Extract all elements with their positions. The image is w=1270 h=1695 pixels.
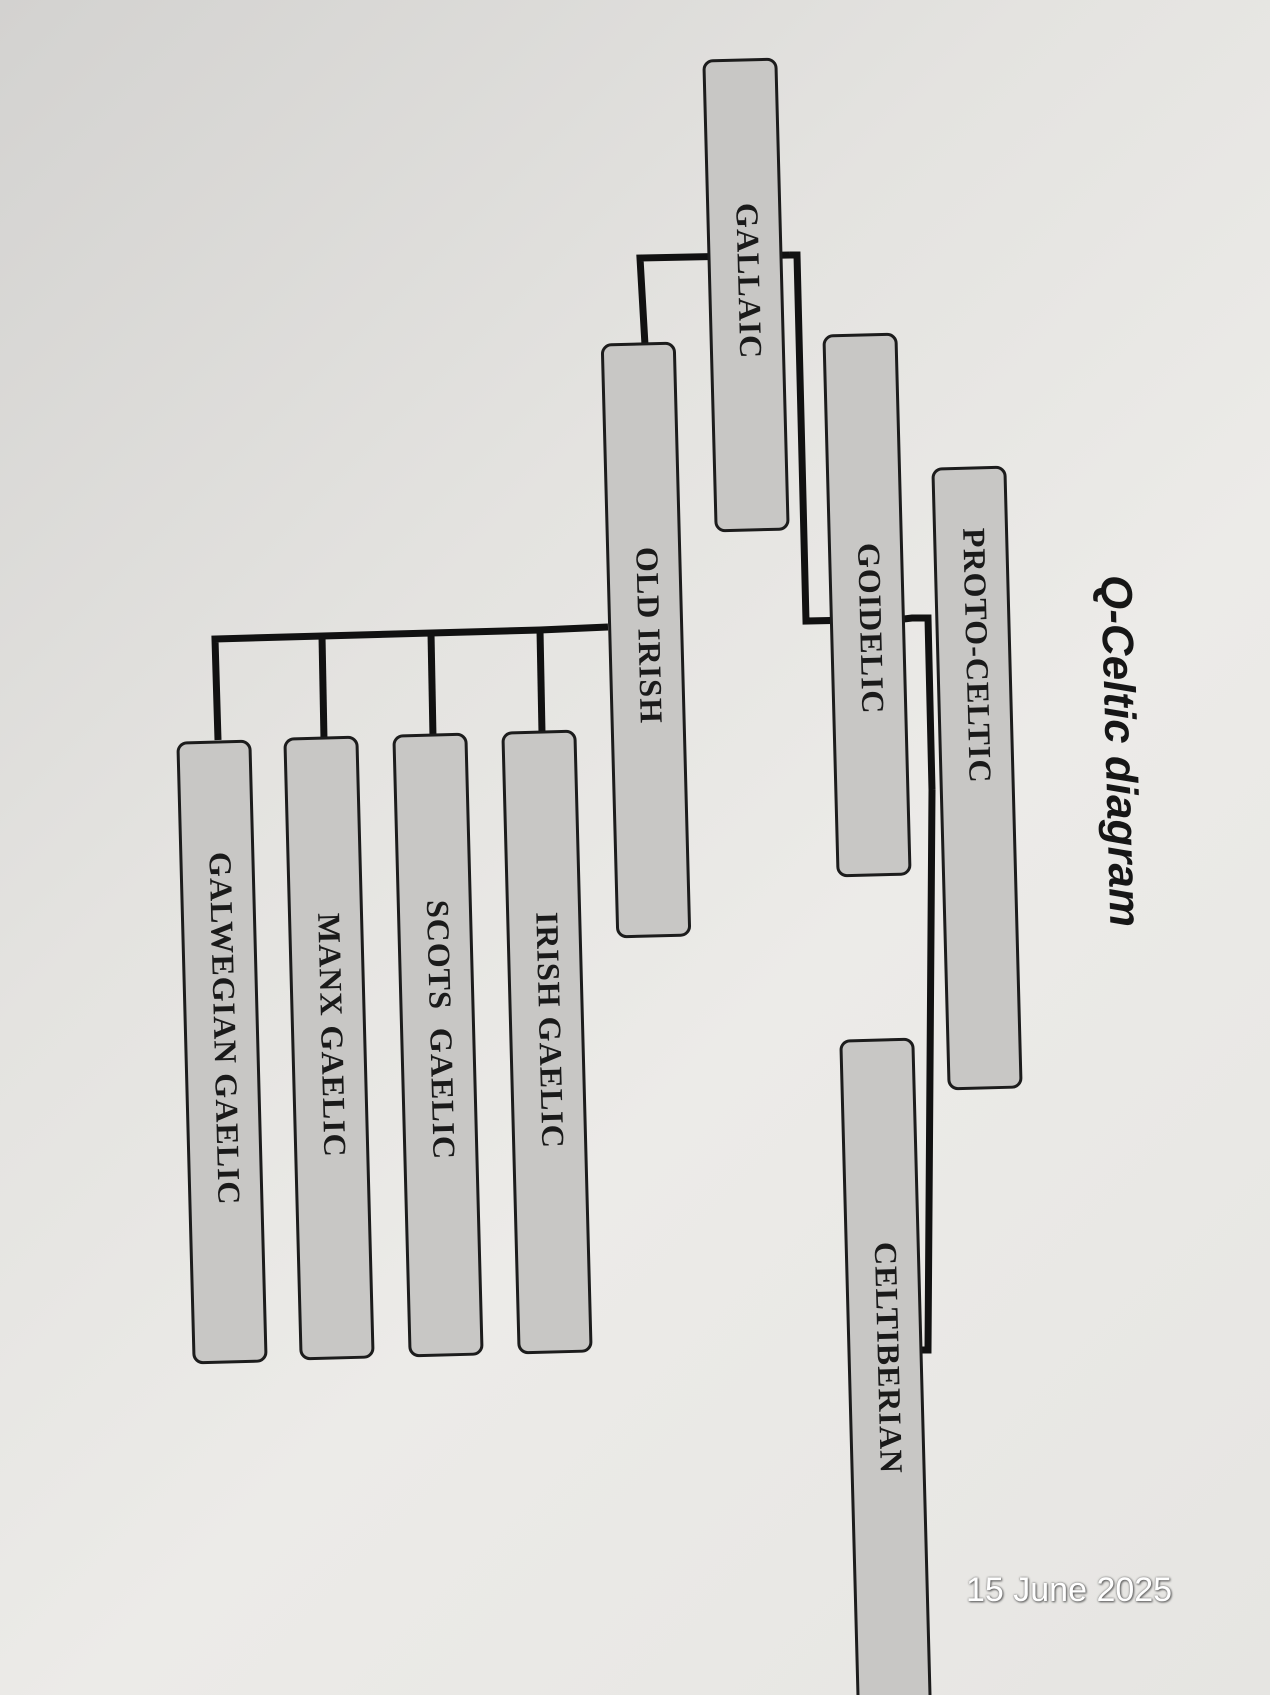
- node-manx-gaelic: MANX GAELIC: [283, 735, 375, 1361]
- date-stamp: 15 June 2025: [966, 1571, 1173, 1609]
- label-gallaic: GALLAIC: [729, 202, 769, 359]
- label-old-irish: OLD IRISH: [629, 546, 670, 724]
- diagram-title: Q-Celtic diagram: [1091, 574, 1149, 927]
- node-goidelic: GOIDELIC: [822, 332, 912, 878]
- connector-goidelic-celtiberian: [920, 789, 936, 1354]
- label-celtiberian: CELTIBERIAN: [868, 1241, 910, 1474]
- label-irish-gaelic: IRISH GAELIC: [529, 911, 571, 1149]
- connector-irish-gaelic: [536, 629, 546, 734]
- connector-old-irish-children: [211, 623, 609, 741]
- title-text: Q-Celtic diagram: [1091, 574, 1149, 927]
- node-old-irish: OLD IRISH: [600, 341, 692, 939]
- node-galwegian-gaelic: GALWEGIAN GAELIC: [176, 739, 268, 1365]
- connector-scots-gaelic: [427, 632, 437, 738]
- label-manx-gaelic: MANX GAELIC: [311, 912, 353, 1158]
- node-gallaic: GALLAIC: [702, 57, 790, 533]
- node-irish-gaelic: IRISH GAELIC: [501, 729, 593, 1355]
- node-scots-gaelic: SCOTS GAELIC: [392, 732, 484, 1358]
- label-scots-gaelic: SCOTS GAELIC: [420, 899, 463, 1160]
- node-celtiberian: CELTIBERIAN: [839, 1037, 933, 1695]
- label-goidelic: GOIDELIC: [851, 542, 891, 714]
- connector-manx-gaelic: [318, 635, 328, 741]
- node-proto-celtic: PROTO-CELTIC: [931, 465, 1023, 1091]
- label-proto-celtic: PROTO-CELTIC: [956, 528, 999, 784]
